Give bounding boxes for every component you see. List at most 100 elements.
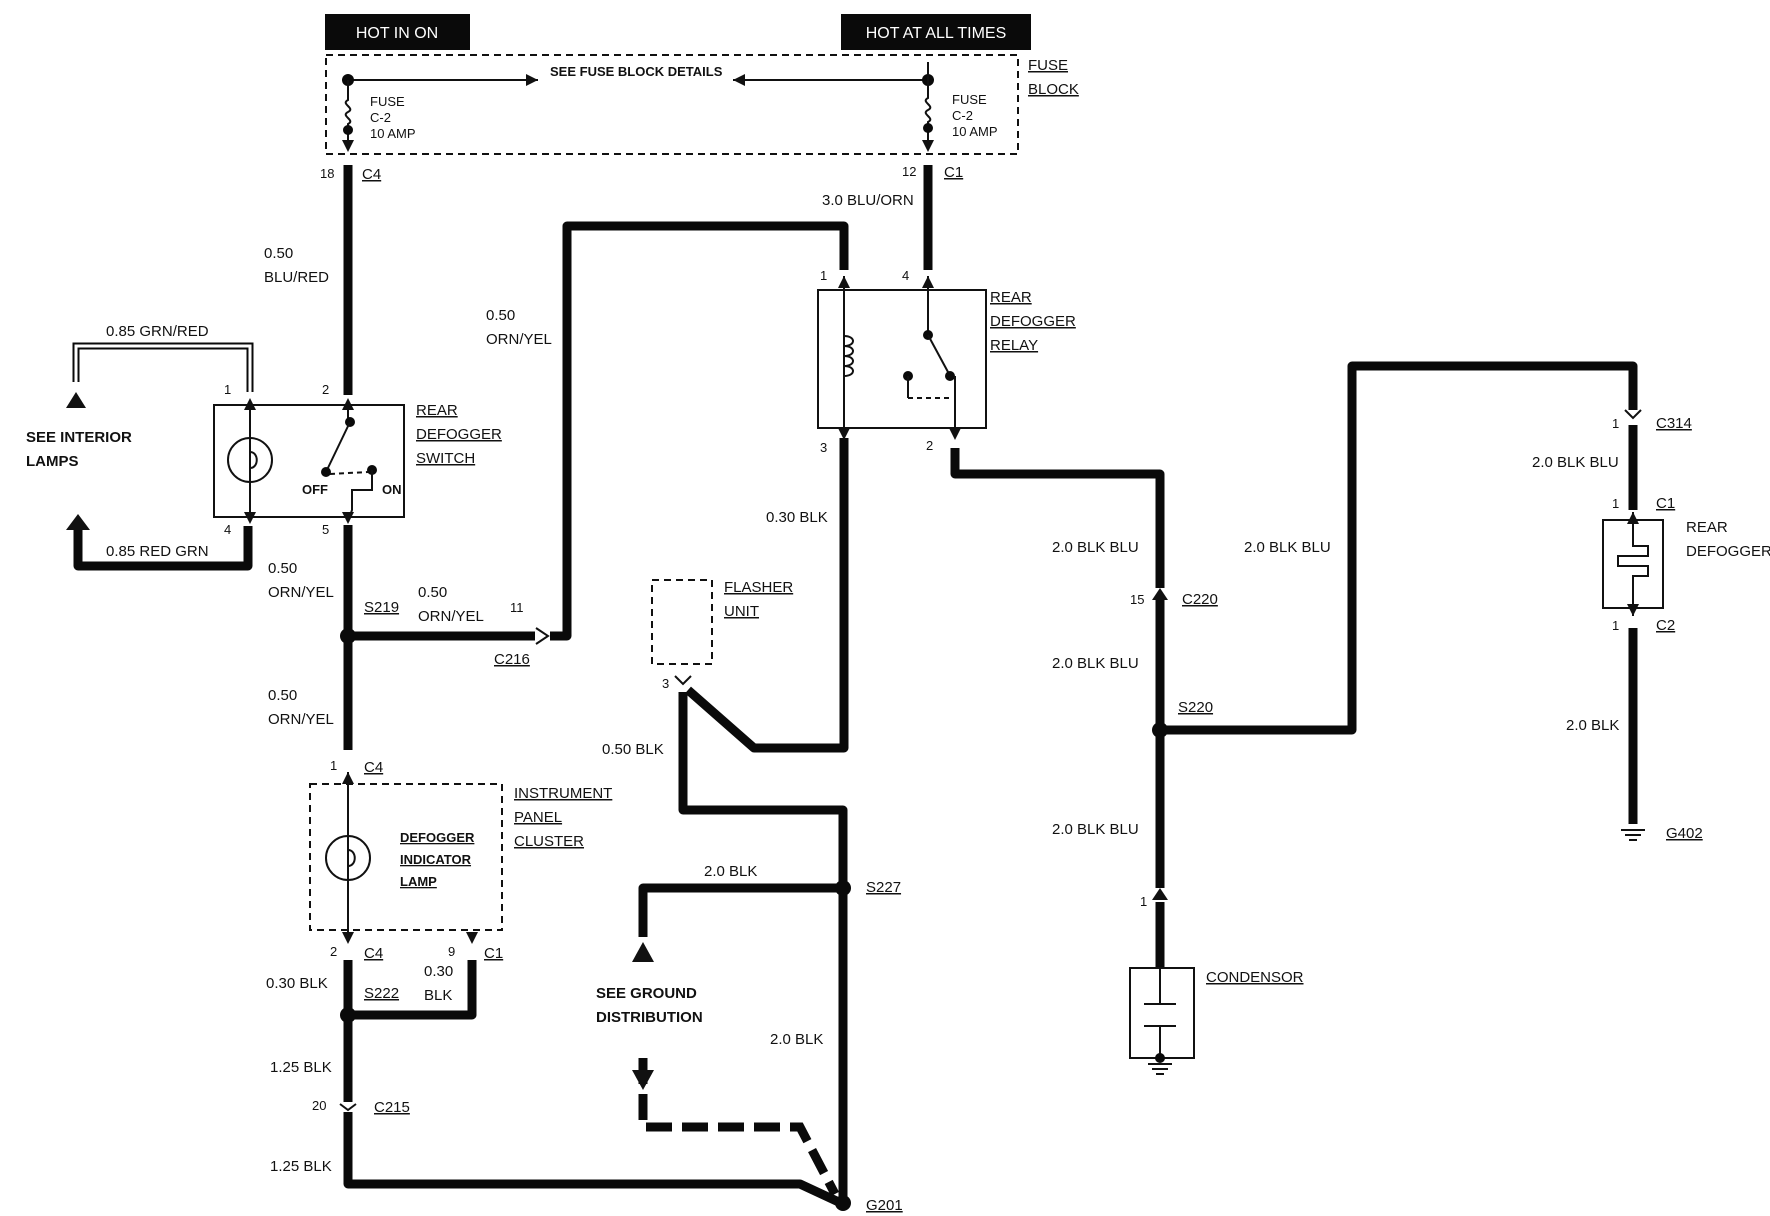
relay-name-1: REAR: [990, 289, 1032, 306]
wire-ground-dashed: [638, 1058, 839, 1197]
label-orn-yel-d-color: ORN/YEL: [268, 711, 334, 728]
hot-at-all-times-header-box: [841, 14, 1031, 50]
hot-in-on-header: HOT IN ON: [356, 25, 438, 42]
rear-defogger-name-2: DEFOGGER: [1686, 543, 1770, 560]
condensor-ground-node: [1155, 1053, 1165, 1063]
connector-c220-pin: 15: [1130, 592, 1144, 607]
relay-name-2: DEFOGGER: [990, 313, 1076, 330]
fuse-right-arrow: [922, 140, 934, 152]
label-orn-yel-c-size: 0.50: [418, 584, 447, 601]
label-blk-blu-3: 2.0 BLK BLU: [1052, 821, 1139, 838]
label-orn-yel-b-color: ORN/YEL: [268, 584, 334, 601]
label-orn-yel-d-size: 0.50: [268, 687, 297, 704]
flasher-name-1: FLASHER: [724, 579, 793, 596]
wire-blk-s227-ground-dist: [638, 883, 843, 937]
switch-pin1-arrow: [244, 398, 256, 410]
splice-s220: [1152, 722, 1168, 738]
connector-c2-label: C2: [1656, 617, 1675, 634]
connector-c220-label: C220: [1182, 591, 1218, 608]
label-blk-20-g201: 2.0 BLK: [770, 1031, 823, 1048]
cluster-bl-conn: C4: [364, 945, 383, 962]
splice-s219-label: S219: [364, 599, 399, 616]
connector-c216-pin: 11: [510, 600, 524, 615]
label-blk-030-c1-size: 0.30: [424, 963, 453, 980]
ground-dist-arrow-up: [632, 942, 654, 962]
ground-g201-label: G201: [866, 1197, 903, 1214]
switch-name-1: REAR: [416, 402, 458, 419]
relay-pin4-arrow: [922, 276, 934, 288]
rear-defogger-element: [1617, 512, 1649, 616]
indicator-lamp-3: LAMP: [400, 874, 437, 889]
splice-s227: [835, 880, 851, 896]
condensor-pin: 1: [1140, 894, 1147, 909]
ground-dist-line2: DISTRIBUTION: [596, 1009, 703, 1026]
label-blu-red-color: BLU/RED: [264, 269, 329, 286]
switch-off-label: OFF: [302, 482, 328, 497]
wire-blk-relay-flasher: [685, 438, 849, 753]
label-red-grn: 0.85 RED GRN: [106, 543, 209, 560]
connector-c314-pin: 1: [1612, 416, 1619, 431]
label-blk-030-c1-color: BLK: [424, 987, 452, 1004]
relay-pin1-arrow: [838, 276, 850, 288]
flasher-pin3: 3: [662, 676, 669, 691]
fuse-right-connector: C1: [944, 164, 963, 181]
cluster-bl-arrow: [342, 932, 354, 944]
label-blk-125-b: 1.25 BLK: [270, 1158, 332, 1175]
label-blk-030-relay: 0.30 BLK: [766, 509, 828, 526]
relay-no-contact: [945, 371, 955, 381]
relay-pin4: 4: [902, 268, 909, 283]
label-orn-yel-b-size: 0.50: [268, 560, 297, 577]
ground-g402-icon: [1621, 829, 1645, 841]
label-blk-20-g402: 2.0 BLK: [1566, 717, 1619, 734]
label-blk-030-cluster: 0.30 BLK: [266, 975, 328, 992]
cluster-bl-pin: 2: [330, 944, 337, 959]
relay-pin2: 2: [926, 438, 933, 453]
fuse-right-line1: FUSE: [952, 92, 987, 107]
switch-pin2: 2: [322, 382, 329, 397]
label-orn-yel-c-color: ORN/YEL: [418, 608, 484, 625]
hot-at-all-times-header: HOT AT ALL TIMES: [866, 25, 1007, 42]
defogger-indicator-lamp-filament: [347, 849, 356, 880]
indicator-lamp-1: DEFOGGER: [400, 830, 475, 845]
instrument-panel-cluster-box: [309, 783, 503, 931]
splice-s227-label: S227: [866, 879, 901, 896]
fuse-details-label: SEE FUSE BLOCK DETAILS: [550, 64, 723, 79]
fuse-left-arrow: [342, 140, 354, 152]
interior-lamps-line1: SEE INTERIOR: [26, 429, 132, 446]
label-blk-blu-1: 2.0 BLK BLU: [1052, 539, 1139, 556]
wire-blk-flasher-ground: [678, 692, 848, 1200]
switch-name-2: DEFOGGER: [416, 426, 502, 443]
wire-grn-red-stripe: [74, 344, 252, 392]
rear-defogger-bottom-arrow: [1627, 604, 1639, 616]
label-blu-orn: 3.0 BLU/ORN: [822, 192, 914, 209]
wire-orn-yel-relay-feed: [550, 221, 849, 641]
connector-c216-symbol: [535, 627, 550, 645]
connector-c2-pin: 1: [1612, 618, 1619, 633]
label-blk-blu-4: 2.0 BLK BLU: [1244, 539, 1331, 556]
condensor-box: [1129, 967, 1195, 1059]
cluster-br-conn: C1: [484, 945, 503, 962]
rear-defogger-relay-box: [817, 289, 987, 429]
fuse-left-line2: C-2: [370, 110, 391, 125]
flasher-name-2: UNIT: [724, 603, 759, 620]
relay-name-3: RELAY: [990, 337, 1038, 354]
hot-in-on-header-box: [325, 14, 470, 50]
wire-blk-blu-s220-defogger: [1160, 361, 1638, 735]
interior-lamps-arrow-up: [66, 392, 86, 408]
connector-c215-label: C215: [374, 1099, 410, 1116]
connector-c216-label: C216: [494, 651, 530, 668]
condensor-pin-symbol: [1152, 888, 1168, 900]
cluster-name-1: INSTRUMENT: [514, 785, 612, 802]
relay-pin2-arrow: [949, 428, 961, 440]
label-orn-yel-a-size: 0.50: [486, 307, 515, 324]
rear-defogger-name-1: REAR: [1686, 519, 1728, 536]
ground-dist-line1: SEE GROUND: [596, 985, 697, 1002]
connector-c314-label: C314: [1656, 415, 1692, 432]
switch-lamp-filament: [249, 451, 258, 474]
wire-blk-cluster-s222: [343, 960, 477, 1020]
fuse-left-symbol: [344, 80, 352, 150]
fuse-block-label-2: BLOCK: [1028, 81, 1079, 98]
relay-pin3: 3: [820, 440, 827, 455]
splice-s219: [340, 628, 356, 644]
cluster-name-2: PANEL: [514, 809, 562, 826]
